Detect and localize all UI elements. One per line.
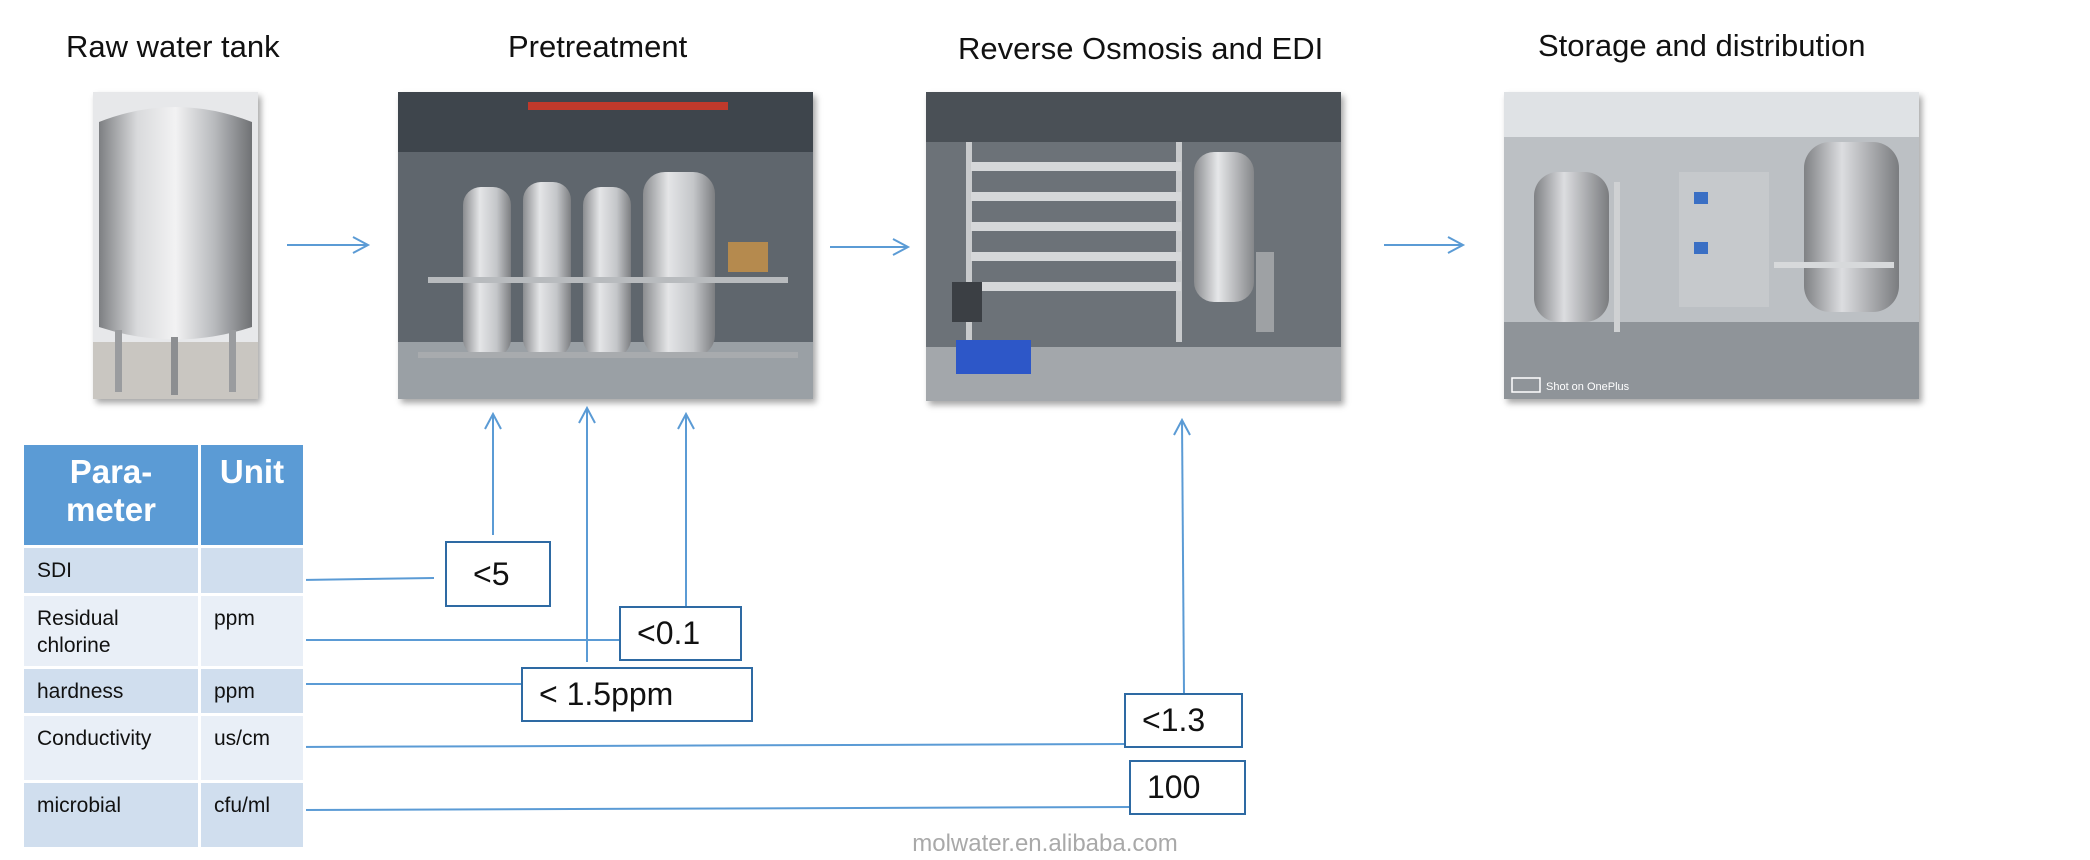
microbial-value-box: 100 [1129,760,1246,815]
stage-title-raw-water-tank: Raw water tank [66,29,280,64]
sdi-up-arrow [484,411,502,535]
table-row-conductivity: Conductivity us/cm [21,713,306,783]
cell-parameter: microbial [21,780,201,850]
sdi-value-box: <5 [445,541,551,607]
conductivity-up-arrow [1173,417,1191,695]
chlorine-up-arrow [677,411,695,608]
flow-arrow-1 [287,236,371,254]
cell-parameter: Conductivity [21,713,201,783]
microbial-leader-line [300,806,1133,811]
header-unit: Unit [198,442,306,548]
stage-title-storage-distribution: Storage and distribution [1538,28,1866,63]
hardness-value-box: < 1.5ppm [521,667,753,722]
cell-unit [198,545,306,596]
cell-unit: ppm [198,593,306,669]
table-row-residual-chlorine: Residual chlorine ppm [21,593,306,669]
header-parameter-line2: meter [66,491,156,528]
table-row-sdi: SDI [21,545,306,596]
header-parameter-line1: Para- [69,453,153,490]
watermark: molwater.en.alibaba.com [912,830,1178,857]
reverse-osmosis-photo [926,92,1341,401]
pretreatment-photo [398,92,813,399]
parameter-table: Para- meter Unit SDI Residual chlorine p… [21,442,306,850]
residual-chlorine-value-box: <0.1 [619,606,742,661]
header-parameter: Para- meter [21,442,201,548]
flow-arrow-2 [830,238,911,256]
sdi-leader-line [300,577,435,581]
photo-caption: Shot on OnePlus [1546,381,1630,393]
flow-arrow-3 [1384,236,1466,254]
conductivity-leader-line [291,743,1128,748]
table-row-hardness: hardness ppm [21,666,306,716]
cell-parameter: SDI [21,545,201,596]
cell-unit: cfu/ml [198,780,306,850]
cell-unit: ppm [198,666,306,716]
cell-parameter-line2: chlorine [37,634,111,657]
raw-water-tank-photo [93,92,258,399]
cell-parameter-line1: Residual [37,607,119,630]
stage-title-reverse-osmosis-edi: Reverse Osmosis and EDI [958,31,1324,66]
storage-distribution-photo: Shot on OnePlus [1504,92,1919,399]
hardness-up-arrow [578,405,596,662]
table-row-microbial: microbial cfu/ml [21,780,306,850]
cell-parameter: Residual chlorine [21,593,201,669]
cell-parameter: hardness [21,666,201,716]
stage-title-pretreatment: Pretreatment [508,29,688,64]
cell-unit: us/cm [198,713,306,783]
conductivity-value-box: <1.3 [1124,693,1243,748]
